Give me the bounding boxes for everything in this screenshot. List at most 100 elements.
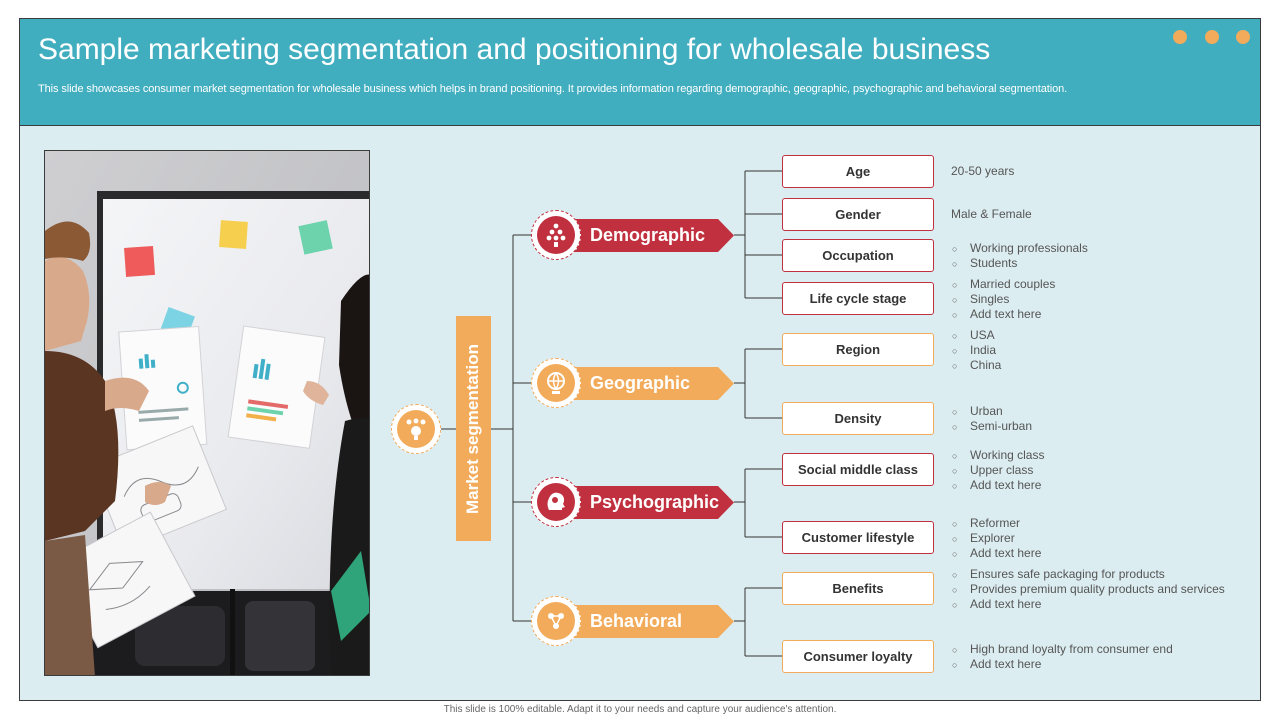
- list-item: ○ Add text here: [952, 307, 1055, 322]
- list-item-text: Urban: [970, 404, 1003, 418]
- segment-label: Geographic: [590, 373, 691, 393]
- list-item: ○ Reformer: [952, 516, 1041, 531]
- bullet-circle-icon: ○: [952, 346, 958, 356]
- footer-note: This slide is 100% editable. Adapt it to…: [443, 704, 837, 715]
- attribute-value-list: ○Ensures safe packaging for products○Pro…: [952, 567, 1225, 612]
- segment-banner-psychographic: Psychographic: [562, 486, 734, 519]
- slide-title: Sample marketing segmentation and positi…: [38, 33, 991, 66]
- hub-icon-badge: [391, 404, 441, 454]
- list-item-text: USA: [970, 328, 995, 342]
- decorative-dot-2: [1205, 30, 1219, 44]
- decorative-dot-3: [1236, 30, 1250, 44]
- list-item-text: Married couples: [970, 277, 1056, 291]
- list-item-text: Add text here: [970, 657, 1042, 671]
- bullet-circle-icon: ○: [952, 331, 958, 341]
- segment-label: Behavioral: [590, 611, 683, 631]
- bullet-circle-icon: ○: [952, 295, 958, 305]
- list-item: ○ India: [952, 343, 1001, 358]
- list-item-text: Upper class: [970, 463, 1034, 477]
- bullet-circle-icon: ○: [952, 280, 958, 290]
- list-item: ○Ensures safe packaging for products: [952, 567, 1225, 582]
- segment-badge-behavioral: [531, 596, 581, 646]
- bullet-circle-icon: ○: [952, 645, 958, 655]
- list-item-text: India: [970, 343, 997, 357]
- segment-banner-geographic: Geographic: [562, 367, 734, 400]
- list-item: ○ Married couples: [952, 277, 1055, 292]
- people-globe-icon: [397, 410, 435, 448]
- attribute-value-list: ○ Reformer ○ Explorer ○ Add text here: [952, 516, 1041, 561]
- decorative-dot-1: [1173, 30, 1187, 44]
- segment-badge-psychographic: [531, 477, 581, 527]
- list-item: ○ USA: [952, 328, 1001, 343]
- slide-frame: Sample marketing segmentation and positi…: [19, 18, 1261, 701]
- attribute-box-age: Age: [782, 155, 934, 188]
- population-pyramid-icon: [537, 216, 575, 254]
- brain-head-icon: [537, 483, 575, 521]
- list-item: ○ Urban: [952, 404, 1032, 419]
- attribute-box-life-cycle-stage: Life cycle stage: [782, 282, 934, 315]
- bullet-circle-icon: ○: [952, 600, 958, 610]
- list-item: ○ Working class: [952, 448, 1044, 463]
- bullet-circle-icon: ○: [952, 466, 958, 476]
- segment-banner-behavioral: Behavioral: [562, 605, 734, 638]
- list-item: ○ Semi-urban: [952, 419, 1032, 434]
- bullet-circle-icon: ○: [952, 549, 958, 559]
- bullet-circle-icon: ○: [952, 244, 958, 254]
- bullet-circle-icon: ○: [952, 310, 958, 320]
- attribute-value-list: ○ Married couples ○ Singles ○ Add text here: [952, 277, 1055, 322]
- list-item-text: Add text here: [970, 478, 1042, 492]
- list-item: ○ China: [952, 358, 1001, 373]
- bullet-circle-icon: ○: [952, 451, 958, 461]
- attribute-value-list: ○ Urban ○ Semi-urban: [952, 404, 1032, 434]
- attribute-value-list: ○High brand loyalty from consumer end○Ad…: [952, 642, 1173, 672]
- header-band: Sample marketing segmentation and positi…: [20, 19, 1260, 126]
- list-item-text: Provides premium quality products and se…: [970, 582, 1225, 596]
- bullet-circle-icon: ○: [952, 585, 958, 595]
- segment-label: Demographic: [590, 225, 706, 245]
- list-item-text: Semi-urban: [970, 419, 1033, 433]
- bullet-circle-icon: ○: [952, 422, 958, 432]
- hub-label: Market segmentation: [463, 343, 483, 514]
- bullet-circle-icon: ○: [952, 534, 958, 544]
- attribute-box-benefits: Benefits: [782, 572, 934, 605]
- attribute-value-list: ○ USA ○ India ○ China: [952, 328, 1001, 373]
- attribute-value-list: ○ Working class ○ Upper class ○ Add text here: [952, 448, 1044, 493]
- bullet-circle-icon: ○: [952, 519, 958, 529]
- list-item-text: Working class: [970, 448, 1045, 462]
- attribute-value: Male & Female: [951, 207, 1032, 221]
- bullet-circle-icon: ○: [952, 259, 958, 269]
- list-item-text: Explorer: [970, 531, 1015, 545]
- list-item: ○ Explorer: [952, 531, 1041, 546]
- photo-illustration: [45, 151, 369, 675]
- attribute-box-region: Region: [782, 333, 934, 366]
- list-item-text: Add text here: [970, 546, 1042, 560]
- attribute-box-occupation: Occupation: [782, 239, 934, 272]
- list-item: ○ Add text here: [952, 546, 1041, 561]
- list-item-text: Singles: [970, 292, 1010, 306]
- segment-label: Psychographic: [590, 492, 720, 512]
- bullet-circle-icon: ○: [952, 570, 958, 580]
- list-item-text: Students: [970, 256, 1018, 270]
- list-item-text: High brand loyalty from consumer end: [970, 642, 1173, 656]
- attribute-box-customer-lifestyle: Customer lifestyle: [782, 521, 934, 554]
- list-item: ○ Students: [952, 256, 1088, 271]
- market-segmentation-bar: Market segmentation: [456, 316, 491, 541]
- list-item-text: China: [970, 358, 1002, 372]
- list-item-text: Reformer: [970, 516, 1021, 530]
- attribute-value-list: ○Working professionals○Students: [952, 241, 1088, 271]
- bullet-circle-icon: ○: [952, 407, 958, 417]
- slide-subtitle: This slide showcases consumer market seg…: [38, 83, 1068, 95]
- list-item: ○ Provides premium quality products and s…: [952, 582, 1225, 597]
- bullet-circle-icon: ○: [952, 481, 958, 491]
- segment-banner-demographic: Demographic: [562, 219, 734, 252]
- bullet-circle-icon: ○: [952, 361, 958, 371]
- list-item-text: Add text here: [970, 307, 1042, 321]
- segment-badge-demographic: [531, 210, 581, 260]
- list-item: ○ Upper class: [952, 463, 1044, 478]
- attribute-box-gender: Gender: [782, 198, 934, 231]
- list-item: ○ Singles: [952, 292, 1055, 307]
- attribute-value: 20-50 years: [951, 164, 1015, 178]
- attribute-box-social-middle-class: Social middle class: [782, 453, 934, 486]
